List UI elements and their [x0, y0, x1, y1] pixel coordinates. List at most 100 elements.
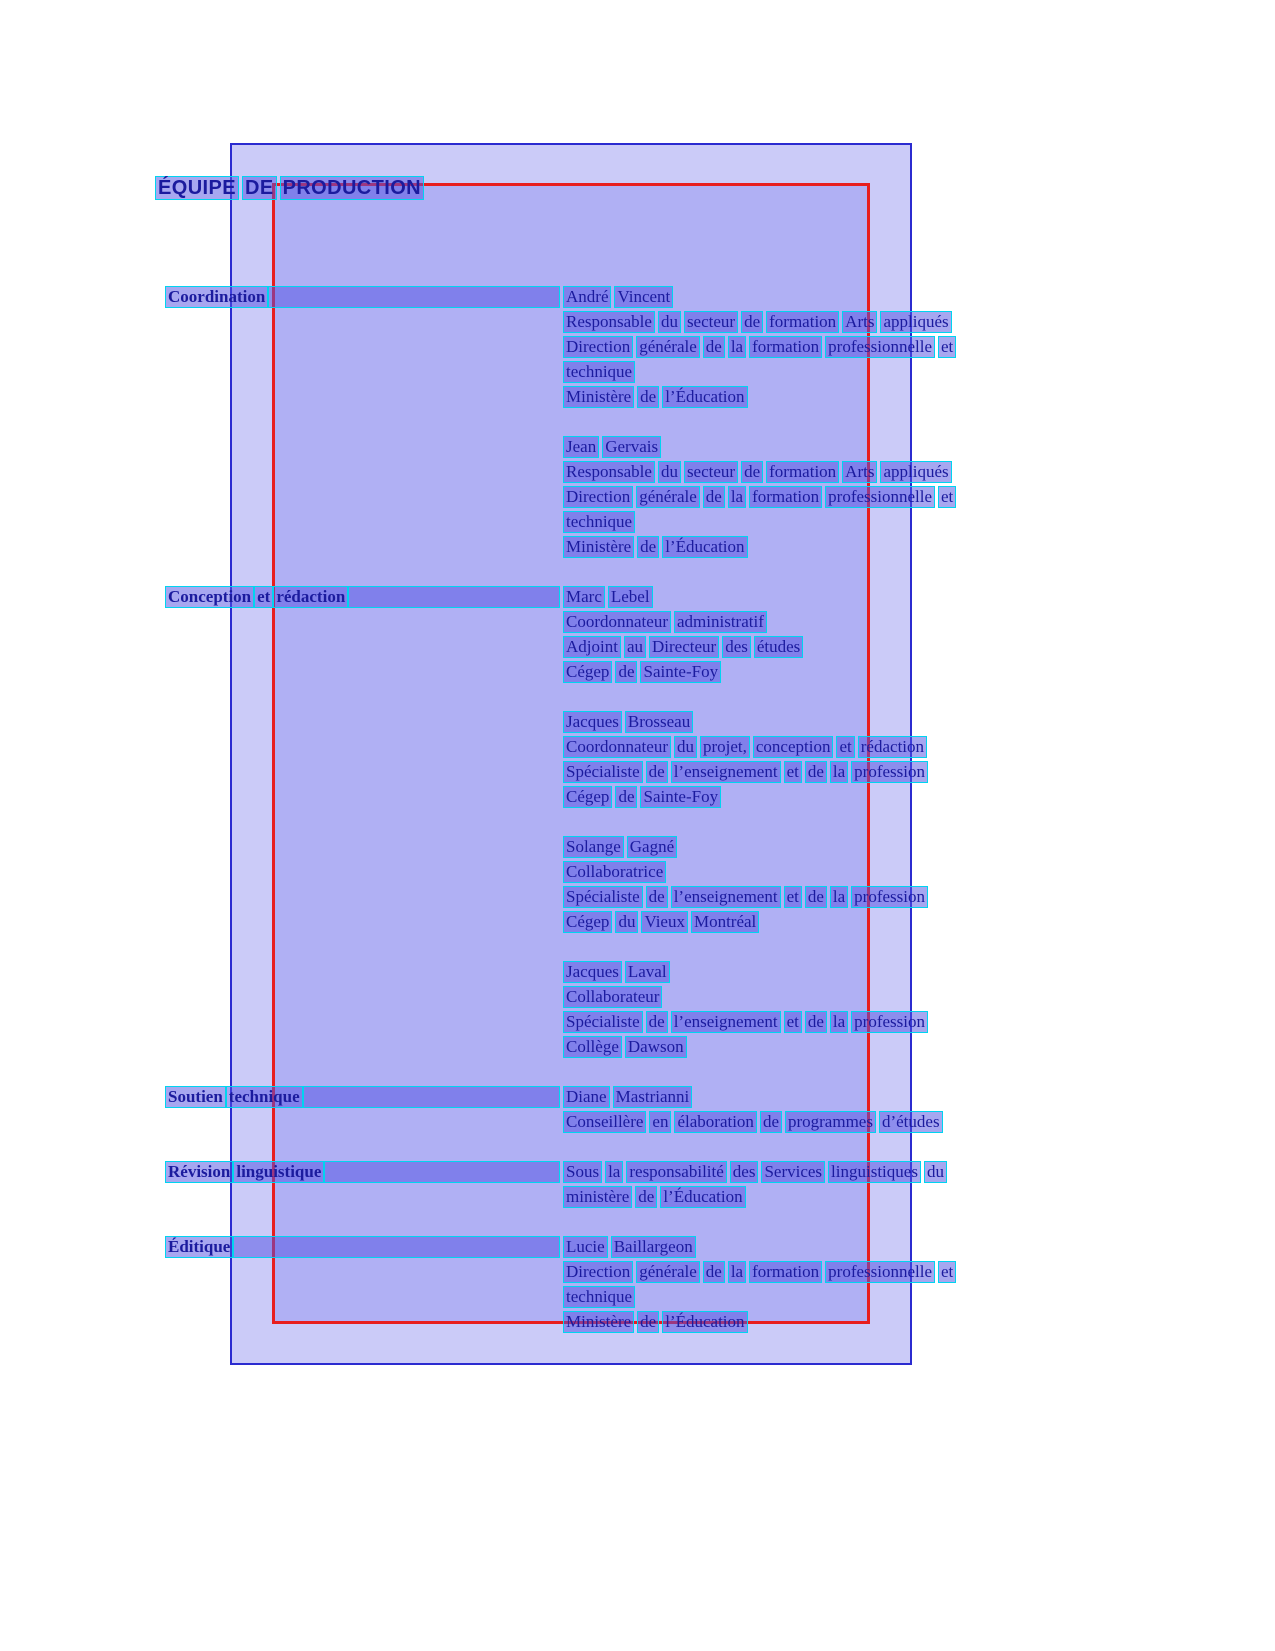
word-box: Lebel	[607, 585, 653, 608]
word-box: Jacques	[563, 960, 622, 983]
blank-line	[165, 684, 1245, 709]
section-label-word: Conception	[165, 585, 255, 608]
text-line: technique	[165, 1284, 1245, 1309]
word-box: de	[637, 535, 660, 558]
word-box: Cégep	[563, 785, 613, 808]
word-box: Direction	[563, 1260, 634, 1283]
word-box: profession	[851, 1010, 928, 1033]
word-box: Collège	[563, 1035, 622, 1058]
word-box: responsabilité	[626, 1160, 727, 1183]
word-box: et	[938, 335, 957, 358]
word-box: Adjoint	[563, 635, 621, 658]
word-box: générale	[636, 335, 700, 358]
word-box: Ministère	[563, 385, 635, 408]
blank-line	[165, 1209, 1245, 1234]
word-box: l’Éducation	[662, 535, 748, 558]
section-label-word: Révision	[165, 1160, 234, 1183]
word-box: technique	[563, 1285, 636, 1308]
word-box: Solange	[563, 835, 624, 858]
word-box: appliqués	[880, 460, 952, 483]
section-label-word: rédaction	[273, 585, 349, 608]
word-box: l’enseignement	[670, 1010, 781, 1033]
word-box: Direction	[563, 335, 634, 358]
word-box: et	[783, 760, 802, 783]
word-box: de	[645, 1010, 668, 1033]
word-box: Dawson	[624, 1035, 687, 1058]
word-box: l’enseignement	[670, 760, 781, 783]
word-box: ministère	[563, 1185, 633, 1208]
entry-text: Collaborateur	[563, 985, 665, 1008]
word-box: de	[741, 310, 764, 333]
title-word-box: ÉQUIPE	[155, 176, 239, 200]
word-box: de	[645, 885, 668, 908]
word-box: Jean	[563, 435, 600, 458]
entry-text: technique	[563, 510, 638, 533]
word-box: générale	[636, 485, 700, 508]
word-box: projet,	[699, 735, 750, 758]
word-box: programmes	[784, 1110, 876, 1133]
word-box: secteur	[683, 460, 739, 483]
word-box: la	[829, 1010, 849, 1033]
word-box: du	[923, 1160, 947, 1183]
label-col: Coordination	[165, 285, 560, 308]
word-box: de	[637, 385, 660, 408]
word-box: technique	[563, 510, 636, 533]
word-box: Brosseau	[624, 710, 694, 733]
word-box: professionnelle	[825, 485, 936, 508]
word-box: professionnelle	[825, 335, 936, 358]
word-box: Responsable	[563, 460, 655, 483]
word-box: de	[645, 760, 668, 783]
word-box: Montréal	[690, 910, 760, 933]
word-box: de	[741, 460, 764, 483]
word-box: du	[657, 310, 681, 333]
word-box: de	[637, 1310, 660, 1333]
word-box: de	[804, 885, 827, 908]
word-box: Sainte-Foy	[640, 660, 722, 683]
label-line-filler	[348, 585, 560, 608]
word-box: Conseillère	[563, 1110, 647, 1133]
label-col: Éditique	[165, 1235, 560, 1258]
word-box: l’Éducation	[660, 1185, 746, 1208]
blank-line	[165, 809, 1245, 834]
word-box: Sainte-Foy	[640, 785, 722, 808]
word-box: André	[563, 285, 612, 308]
word-box: formation	[766, 310, 840, 333]
